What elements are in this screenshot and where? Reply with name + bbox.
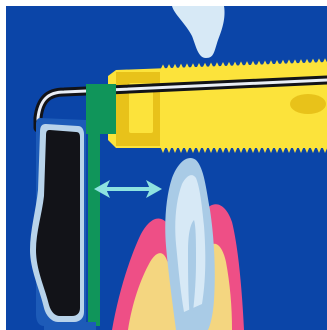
bottom-clip	[44, 322, 96, 330]
yellow-bite-block	[108, 58, 327, 153]
clamp-end-cap	[290, 94, 326, 114]
